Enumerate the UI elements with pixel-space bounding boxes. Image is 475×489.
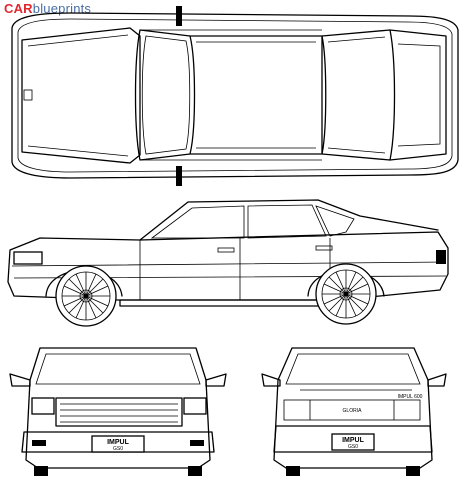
front-plate-line1: IMPUL [107,439,130,446]
watermark-brand: CAR [4,1,33,16]
watermark-rest: blueprints [32,1,92,16]
front-view: IMPUL GS0 [9,347,227,476]
side-view [7,199,449,327]
rear-model-badge: GLORIA [343,408,363,414]
front-plate-line2: GS0 [113,446,123,452]
carblueprints-watermark: CARblueprints [4,1,91,17]
rear-tuner-badge: IMPUL 600 [398,394,423,400]
rear-plate-line2: GS0 [348,444,358,450]
top-view [11,6,459,186]
rear-view: GLORIA IMPUL 600 IMPUL GS0 [261,347,447,476]
rear-plate-line1: IMPUL [342,437,365,444]
